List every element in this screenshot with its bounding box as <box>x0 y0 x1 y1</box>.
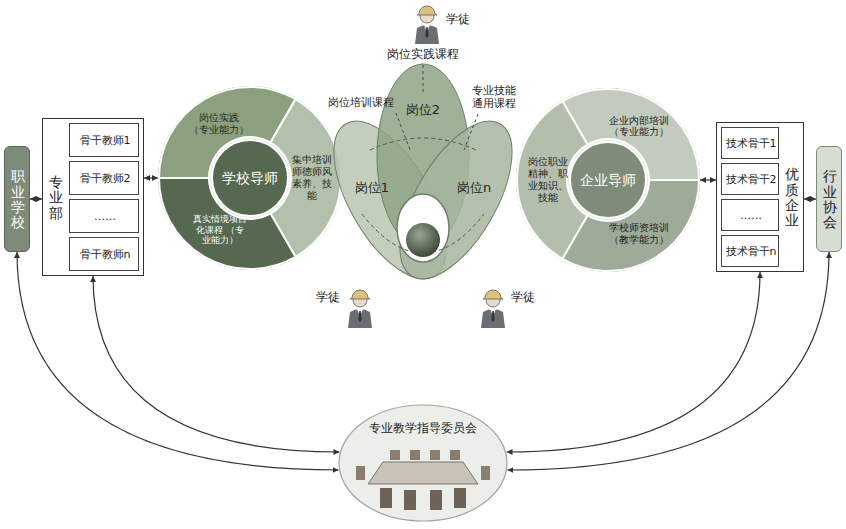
teacher-cell: 骨干教师n <box>69 237 139 271</box>
chair <box>380 488 392 508</box>
label-text: 岗位实践课程 <box>387 47 459 61</box>
label-text: 学徒 <box>511 290 535 304</box>
node-text: 技术骨干n <box>726 245 777 258</box>
chair <box>481 466 490 480</box>
ring-wedge <box>563 180 700 271</box>
engineer-cell: …… <box>721 199 779 231</box>
node-text: 行业协会 <box>823 169 837 231</box>
engineer-cell: 技术骨干1 <box>721 127 779 159</box>
node-text: 优质企业 <box>785 167 799 229</box>
figure-body <box>481 309 505 328</box>
connector <box>17 252 339 470</box>
core-ellipse <box>397 194 449 262</box>
node-text: 骨干教师2 <box>80 172 131 185</box>
committee-bubble <box>339 405 507 521</box>
figure-helmet <box>417 6 437 15</box>
connector <box>93 276 339 452</box>
node-text: 企业内部培训 （专业能力） <box>608 115 670 138</box>
meeting-table <box>356 450 490 510</box>
teacher-cell: …… <box>69 199 139 233</box>
connector <box>30 198 42 199</box>
ring-ground <box>159 87 342 270</box>
chair <box>356 466 365 480</box>
table-top <box>368 462 478 484</box>
petal-shape <box>377 104 534 296</box>
connector <box>507 272 760 452</box>
chair <box>430 490 442 510</box>
connector <box>804 198 816 199</box>
node-text: 职业学校 <box>11 169 25 231</box>
leader-line <box>464 114 478 150</box>
enterprise-box: 优质企业 技术骨干1 技术骨干2 …… 技术骨干n <box>716 122 804 272</box>
engineer-cell: 技术骨干n <box>721 235 779 267</box>
ring-wedge <box>159 87 296 178</box>
label-text: 学徒 <box>316 290 340 304</box>
teacher-cell: 骨干教师1 <box>69 123 139 157</box>
connector <box>144 177 158 178</box>
node-text: 企业导师 <box>580 172 636 189</box>
node-text: 专业部 <box>49 175 63 221</box>
apprentice-figure <box>348 290 372 328</box>
figure-tie <box>425 27 428 38</box>
chair <box>430 450 440 460</box>
connector <box>700 179 716 180</box>
dashed-arc <box>362 214 484 253</box>
engineer-cell: 技术骨干2 <box>721 163 779 195</box>
node-text: 学校师资培训 （教学能力） <box>608 222 670 245</box>
label-text: 专业技能 通用课程 <box>470 84 518 110</box>
ring-ground <box>517 89 700 272</box>
leader-line <box>423 65 424 94</box>
chair <box>410 450 420 460</box>
node-text: …… <box>740 209 762 222</box>
teacher-cell: 骨干教师2 <box>69 161 139 195</box>
figure-tie <box>358 311 361 322</box>
label-text: 学徒 <box>446 12 470 26</box>
chair <box>390 450 400 460</box>
connector <box>507 252 829 470</box>
chair <box>404 490 416 510</box>
department-box: 专业部 骨干教师1 骨干教师2 …… 骨干教师n <box>42 118 144 276</box>
mentor-circle: 学校导师 岗位实践 （专业能力） 集中培训 师德师风素养、技能真实情境项目化课程 （… <box>158 86 342 270</box>
apprentice-figure <box>481 290 505 328</box>
leader-line <box>396 113 410 150</box>
mentor-core <box>570 142 646 218</box>
mentor-core <box>212 140 288 216</box>
figure-body <box>415 25 439 44</box>
node-text: …… <box>94 210 116 223</box>
association-box: 行业协会 <box>816 146 842 252</box>
node-text: 岗位1 <box>355 180 389 196</box>
figure-body <box>348 309 372 328</box>
committee-ellipse: 专业教学指导委员会 <box>338 404 508 522</box>
node-text: 技术骨干1 <box>726 137 777 150</box>
label-text: 岗位培训课程 <box>328 96 394 109</box>
chair <box>454 488 466 508</box>
node-text: 岗位实践 （专业能力） <box>188 112 250 136</box>
node-text: 骨干教师1 <box>80 134 131 147</box>
dashed-arc <box>370 138 476 150</box>
node-text: 岗位职业精神、职业知识、技能 <box>527 156 569 204</box>
ring-wedge <box>563 89 700 180</box>
figure-helmet <box>350 290 370 299</box>
node-text: 学校导师 <box>222 170 278 187</box>
node-text: 真实情境项目化课程 （专业能力） <box>192 214 248 246</box>
apprentice-figure <box>415 6 439 44</box>
figure-tie <box>491 311 494 322</box>
school-box: 职业学校 <box>4 146 30 252</box>
ring-wedge <box>159 178 296 269</box>
node-text: 骨干教师n <box>80 248 131 261</box>
node-text: 岗位n <box>457 180 491 196</box>
node-text: 专业教学指导委员会 <box>369 421 477 435</box>
node-text: 岗位2 <box>406 102 440 118</box>
chair <box>450 450 460 460</box>
node-text: 集中培训 师德师风素养、技能 <box>291 154 333 202</box>
mentor-circle: 企业导师 企业内部培训 （专业能力） 岗位职业精神、职业知识、技能学校师资培训 （教… <box>516 88 700 272</box>
figure-helmet <box>483 290 503 299</box>
node-text: 技术骨干2 <box>726 173 777 186</box>
